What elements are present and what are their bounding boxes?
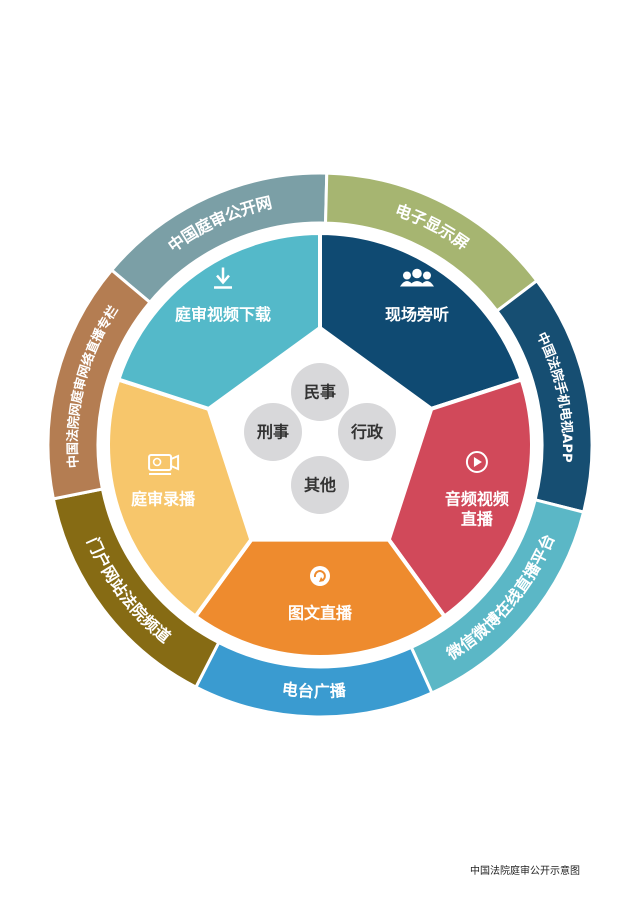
refresh-icon (310, 566, 330, 586)
outer-segment: 电台广播 (193, 640, 434, 719)
outer-segment-shape (46, 268, 153, 501)
category-circle: 其他 (291, 456, 349, 514)
outer-segment-label: 电台广播 (281, 679, 348, 701)
category-circle-shape (291, 363, 349, 421)
category-circle-shape (338, 403, 396, 461)
inner-segment-shape (386, 376, 534, 620)
category-label: 其他 (304, 476, 336, 495)
inner-segment: 图文直播 (192, 537, 448, 659)
inner-segment-label: 现场旁听 (385, 305, 449, 324)
category-circle-shape (244, 403, 302, 461)
inner-segment-shape (115, 230, 322, 412)
inner-segment-label: 庭审录播 (131, 489, 196, 508)
inner-segment: 庭审视频下载 (115, 230, 322, 412)
camera-icon (148, 453, 180, 475)
inner-segment-shape (106, 376, 254, 620)
inner-segment-label: 图文直播 (288, 604, 353, 623)
outer-ring: 中国庭审公开网电子显示屏中国法院手机电视APP微信微博在线直播平台电台广播门户网… (46, 171, 594, 719)
category-circle-shape (291, 456, 349, 514)
inner-segment-label: 音频视频 (445, 489, 509, 508)
inner-segment: 庭审录播 (106, 376, 254, 620)
category-circle: 行政 (338, 403, 396, 461)
play-icon (465, 450, 488, 473)
inner-segment-label: 庭审视频下载 (175, 305, 271, 324)
center-pentagon-shape (208, 328, 432, 540)
inner-segment: 现场旁听 (318, 230, 525, 412)
download-icon (214, 267, 233, 289)
inner-segment-shape (318, 230, 525, 412)
diagram-caption: 中国法院庭审公开示意图 (470, 866, 580, 877)
inner-segment-label: 直播 (461, 509, 494, 528)
outer-segment: 中国法院手机电视APP (494, 278, 594, 514)
category-label: 刑事 (257, 423, 289, 442)
inner-segment-shape (192, 537, 448, 659)
category-circle: 民事 (291, 363, 349, 421)
category-circle: 刑事 (244, 403, 302, 461)
category-label: 民事 (304, 383, 336, 402)
people-icon (399, 268, 434, 287)
category-label: 行政 (350, 423, 384, 442)
